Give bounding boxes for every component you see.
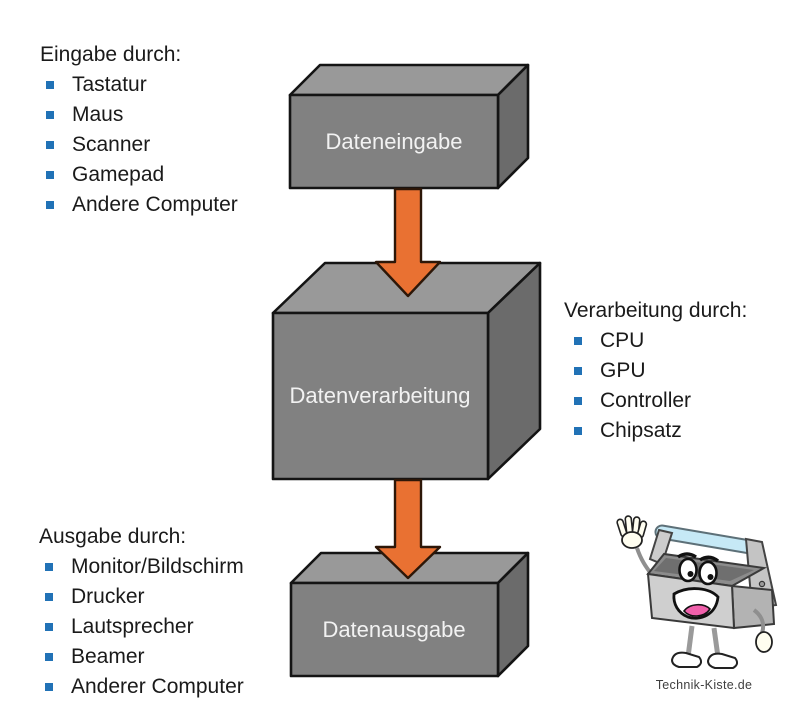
box-dateneingabe: Dateneingabe bbox=[288, 63, 530, 190]
list-item-label: Maus bbox=[72, 103, 124, 126]
box-front-face bbox=[271, 311, 490, 481]
flow-arrow-input-to-processing bbox=[374, 187, 442, 298]
square-bullet-icon bbox=[45, 593, 53, 601]
mascot-right-hand-icon bbox=[755, 631, 773, 653]
list-items-eingabe: Tastatur Maus Scanner Gamepad Andere Com… bbox=[40, 70, 238, 220]
mascot-sneaker-icon bbox=[706, 652, 739, 669]
list-item-label: Scanner bbox=[72, 133, 151, 156]
list-item-label: CPU bbox=[600, 329, 645, 352]
square-bullet-icon bbox=[46, 81, 54, 89]
mascot-pupil bbox=[707, 574, 714, 580]
box-label-dateneingabe: Dateneingabe bbox=[325, 129, 462, 154]
mascot-eyebrow bbox=[677, 552, 697, 559]
square-bullet-icon bbox=[46, 201, 54, 209]
list-verarbeitung: Verarbeitung durch: CPU GPU Controller C… bbox=[564, 296, 747, 446]
list-eingabe: Eingabe durch: Tastatur Maus Scanner Gam… bbox=[40, 40, 238, 220]
list-item-label: Tastatur bbox=[72, 73, 147, 96]
square-bullet-icon bbox=[46, 171, 54, 179]
square-bullet-icon bbox=[45, 623, 53, 631]
mascot-caption: Technik-Kiste.de bbox=[655, 678, 753, 692]
list-item: Anderer Computer bbox=[39, 672, 244, 702]
square-bullet-icon bbox=[574, 427, 582, 435]
list-item: Controller bbox=[564, 386, 747, 416]
mascot-box-side bbox=[730, 584, 776, 630]
list-item-label: Gamepad bbox=[72, 163, 165, 186]
mascot-handle-icon bbox=[656, 526, 762, 554]
square-bullet-icon bbox=[574, 397, 582, 405]
mascot-block: Technik-Kiste.de bbox=[604, 512, 804, 692]
list-title-ausgabe: Ausgabe durch: bbox=[39, 525, 187, 548]
box-front-face bbox=[289, 581, 500, 678]
list-item-label: Controller bbox=[600, 389, 692, 412]
list-item-label: GPU bbox=[600, 359, 646, 382]
mascot-leg bbox=[711, 627, 721, 658]
box-top-face bbox=[288, 63, 530, 97]
mascot-tongue bbox=[682, 603, 712, 617]
square-bullet-icon bbox=[574, 367, 582, 375]
list-item: Tastatur bbox=[40, 70, 238, 100]
list-item-label: Monitor/Bildschirm bbox=[71, 555, 244, 578]
mascot-leg bbox=[685, 625, 695, 658]
square-bullet-icon bbox=[45, 563, 53, 571]
list-ausgabe: Ausgabe durch: Monitor/Bildschirm Drucke… bbox=[39, 522, 244, 702]
square-bullet-icon bbox=[46, 141, 54, 149]
list-item-label: Lautsprecher bbox=[71, 615, 194, 638]
list-item-label: Beamer bbox=[71, 645, 145, 668]
square-bullet-icon bbox=[46, 111, 54, 119]
list-item: CPU bbox=[564, 326, 747, 356]
flow-arrow-processing-to-output bbox=[374, 478, 442, 580]
mascot-sneaker-icon bbox=[670, 651, 703, 668]
list-item: Monitor/Bildschirm bbox=[39, 552, 244, 582]
box-label-datenverarbeitung: Datenverarbeitung bbox=[289, 383, 470, 408]
list-item-label: Andere Computer bbox=[72, 193, 238, 216]
list-item: Scanner bbox=[40, 130, 238, 160]
list-item: GPU bbox=[564, 356, 747, 386]
list-item: Drucker bbox=[39, 582, 244, 612]
list-title-eingabe: Eingabe durch: bbox=[40, 43, 182, 66]
list-item-label: Anderer Computer bbox=[71, 675, 244, 698]
list-item-label: Chipsatz bbox=[600, 419, 682, 442]
list-item: Gamepad bbox=[40, 160, 238, 190]
box-label-datenausgabe: Datenausgabe bbox=[322, 617, 465, 642]
mascot-pupil bbox=[687, 571, 694, 577]
list-items-ausgabe: Monitor/Bildschirm Drucker Lautsprecher … bbox=[39, 552, 244, 702]
list-item: Chipsatz bbox=[564, 416, 747, 446]
box-datenausgabe: Datenausgabe bbox=[289, 551, 530, 678]
list-item-label: Drucker bbox=[71, 585, 145, 608]
list-title-verarbeitung: Verarbeitung durch: bbox=[564, 299, 748, 322]
mascot-screw-icon bbox=[758, 580, 766, 588]
list-item: Beamer bbox=[39, 642, 244, 672]
list-items-verarbeitung: CPU GPU Controller Chipsatz bbox=[564, 326, 747, 446]
list-item: Lautsprecher bbox=[39, 612, 244, 642]
list-item: Maus bbox=[40, 100, 238, 130]
mascot-eyebrow bbox=[699, 555, 720, 563]
square-bullet-icon bbox=[45, 683, 53, 691]
mascot-eye bbox=[678, 557, 698, 583]
mascot-right-arm bbox=[752, 608, 766, 634]
mascot-eye bbox=[698, 560, 718, 586]
list-item: Andere Computer bbox=[40, 190, 238, 220]
mascot-toolbox-illustration bbox=[616, 515, 778, 669]
mascot-waving-hand-icon bbox=[616, 515, 648, 549]
square-bullet-icon bbox=[574, 337, 582, 345]
box-front-face bbox=[288, 93, 500, 190]
square-bullet-icon bbox=[45, 653, 53, 661]
